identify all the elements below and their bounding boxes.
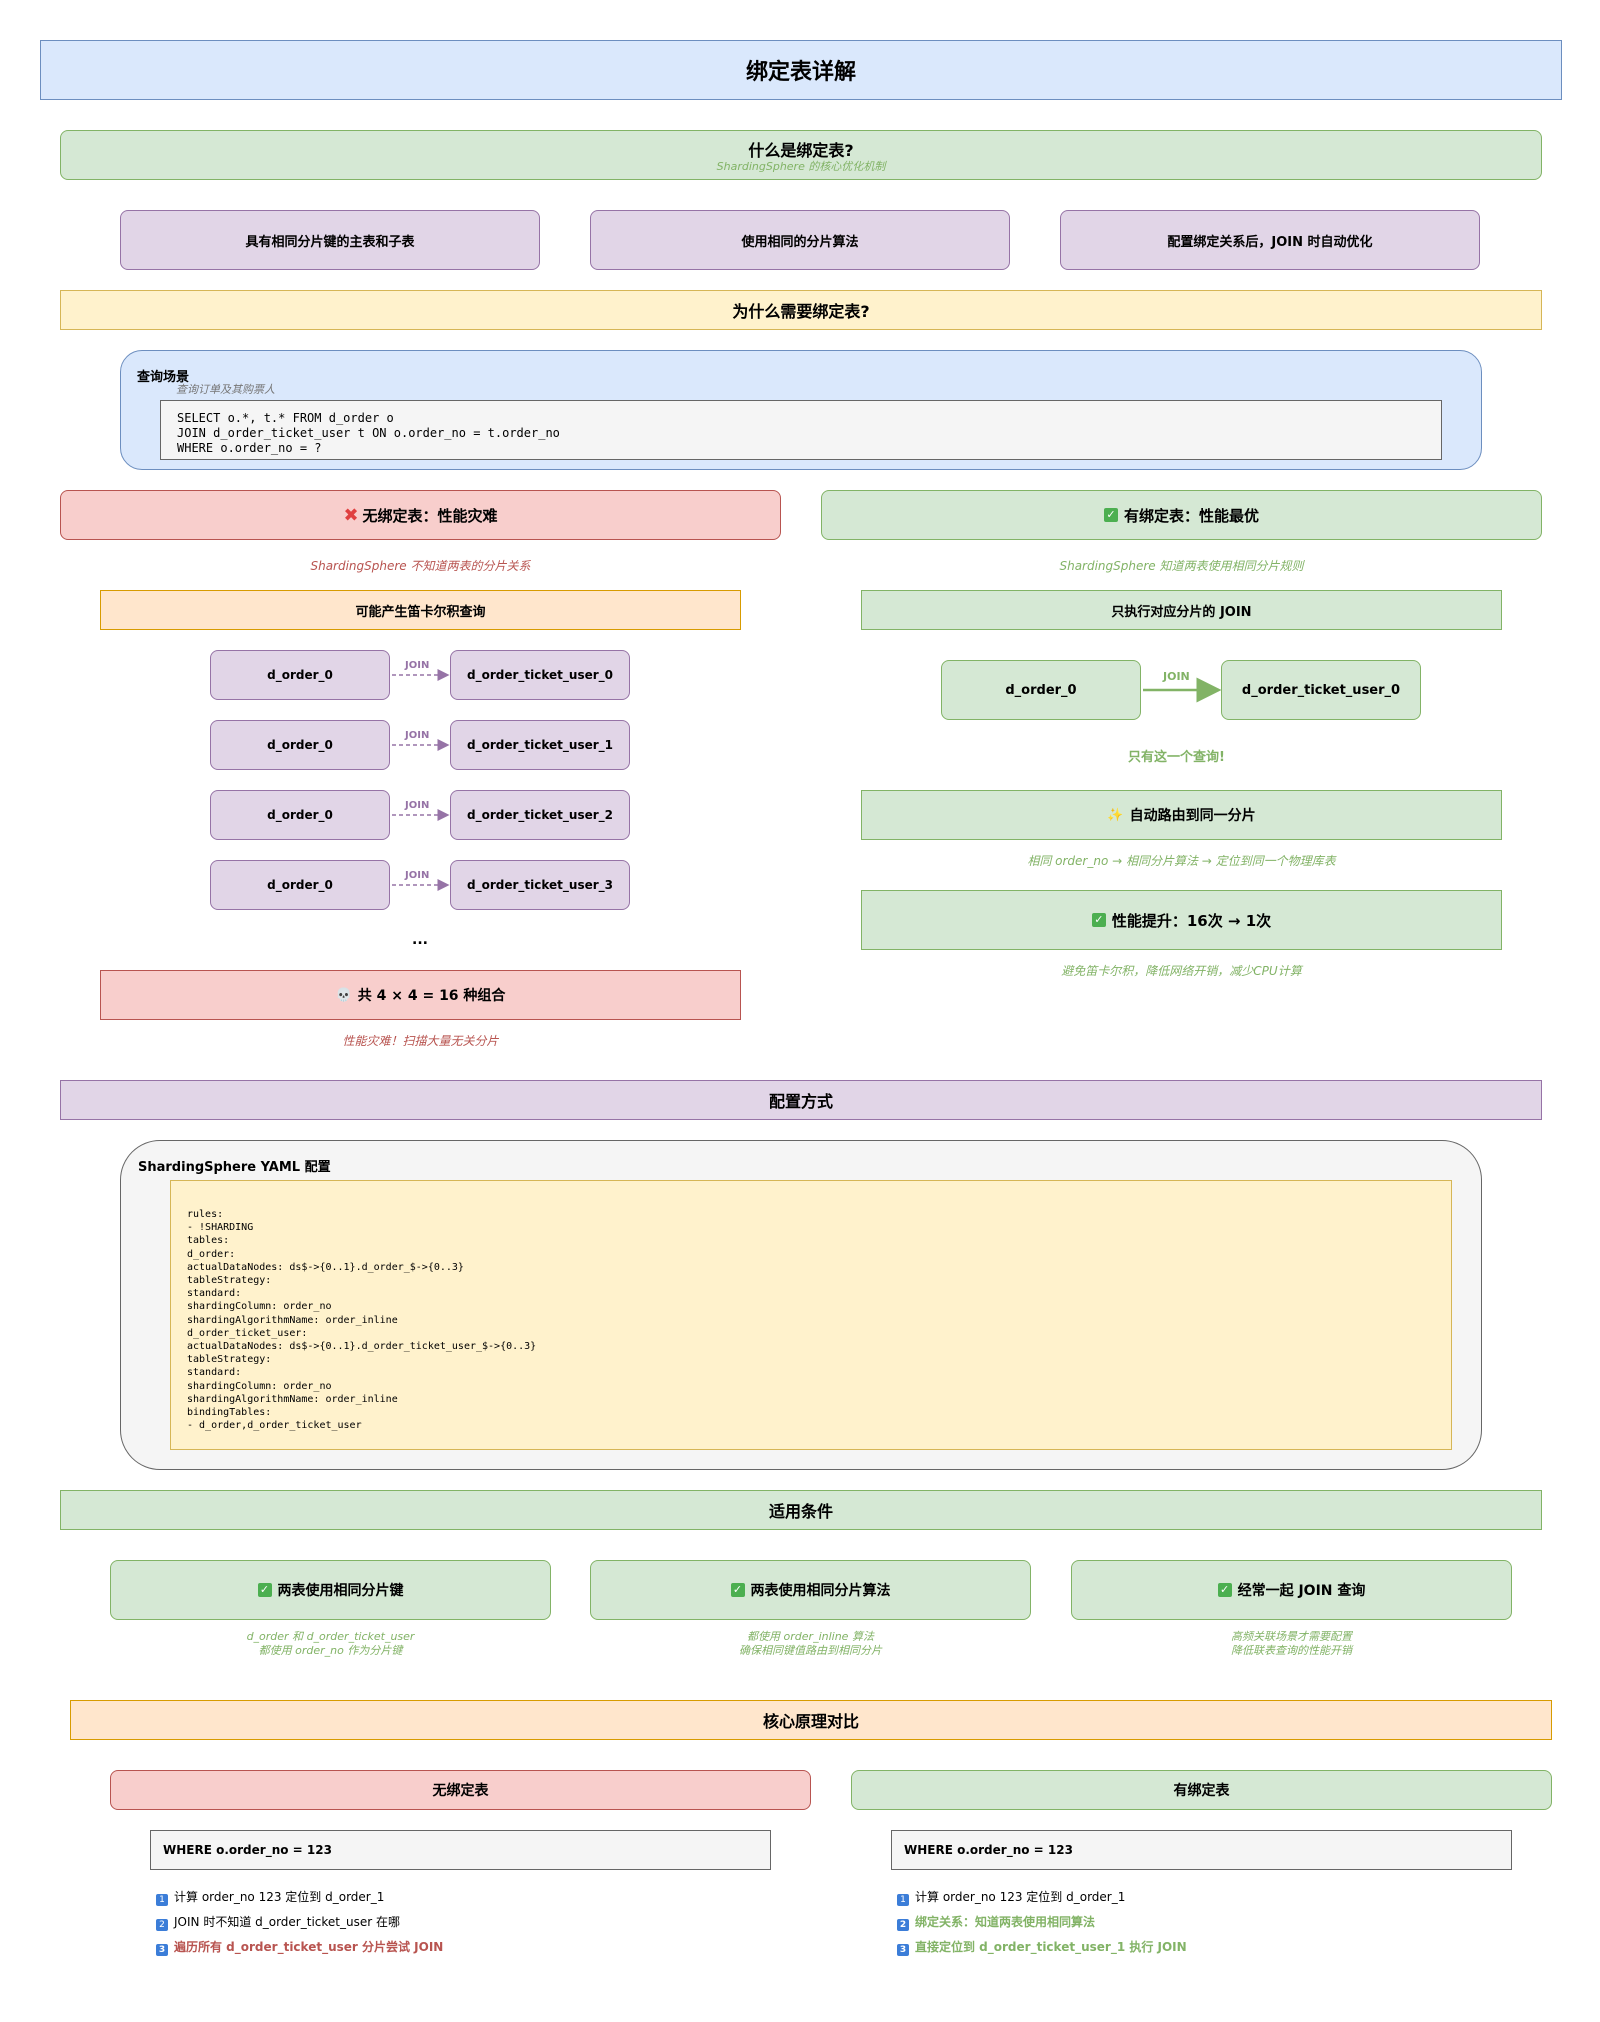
condition-card-3: ✓ 经常一起 JOIN 查询: [1071, 1560, 1512, 1620]
compare-right-title: 有绑定表: [851, 1770, 1552, 1810]
step-text: 直接定位到 d_order_ticket_user_1 执行 JOIN: [915, 1940, 1187, 1954]
d-order-table: d_order_0: [941, 660, 1141, 720]
config-section-header: 配置方式: [60, 1080, 1542, 1120]
number-2-icon: 2: [897, 1919, 909, 1931]
d-order-table: d_order_0: [210, 650, 390, 700]
check-icon: ✓: [257, 1583, 272, 1597]
what-subtitle: ShardingSphere 的核心优化机制: [716, 159, 886, 173]
condition-note-line: 都使用 order_inline 算法: [747, 1630, 874, 1643]
condition-title: 经常一起 JOIN 查询: [1237, 1583, 1366, 1599]
only-one-query: 只有这一个查询!: [1128, 750, 1225, 765]
join-label: JOIN: [405, 660, 430, 671]
ticket-user-table-1: d_order_ticket_user_1: [450, 720, 630, 770]
d-order-table: d_order_0: [210, 720, 390, 770]
number-3-icon: 3: [897, 1944, 909, 1956]
d-order-table: d_order_0: [210, 860, 390, 910]
step-text: 计算 order_no 123 定位到 d_order_1: [174, 1890, 385, 1904]
number-3-icon: 3: [156, 1944, 168, 1956]
compare-section-header: 核心原理对比: [70, 1700, 1552, 1740]
condition-note-line: d_order 和 d_order_ticket_user: [246, 1630, 415, 1643]
total-note: 性能灾难！扫描大量无关分片: [342, 1034, 499, 1048]
check-icon: ✓: [1103, 508, 1118, 522]
check-icon: ✓: [1091, 913, 1106, 927]
with-note: ShardingSphere 知道两表使用相同分片规则: [1059, 559, 1304, 573]
without-note: ShardingSphere 不知道两表的分片关系: [310, 559, 531, 573]
compare-left-step-1: 1 计算 order_no 123 定位到 d_order_1: [156, 1888, 384, 1906]
route-note: 相同 order_no → 相同分片算法 → 定位到同一个物理库表: [1027, 854, 1336, 868]
what-heading: 什么是绑定表?: [748, 140, 854, 160]
join-label: JOIN: [1163, 670, 1190, 683]
with-heading: 有绑定表：性能最优: [1123, 506, 1259, 525]
what-item-3: 配置绑定关系后，JOIN 时自动优化: [1060, 210, 1480, 270]
without-heading: 无绑定表：性能灾难: [362, 506, 498, 525]
auto-route-box: ✨ 自动路由到同一分片: [861, 790, 1502, 840]
with-header: ✓ 有绑定表：性能最优: [821, 490, 1542, 540]
what-item-2: 使用相同的分片算法: [590, 210, 1010, 270]
d-order-table: d_order_0: [210, 790, 390, 840]
cartesian-box: 可能产生笛卡尔积查询: [100, 590, 741, 630]
condition-note-3: 高频关联场景才需要配置 降低联表查询的性能开销: [1071, 1630, 1512, 1658]
without-header: ✖ 无绑定表：性能灾难: [60, 490, 781, 540]
solid-join-arrow: [1143, 677, 1221, 703]
step-text: 计算 order_no 123 定位到 d_order_1: [915, 1890, 1126, 1904]
perf-note: 避免笛卡尔积，降低网络开销，减少CPU计算: [1061, 964, 1302, 978]
compare-right-where: WHERE o.order_no = 123: [891, 1830, 1512, 1870]
ellipsis: ...: [412, 932, 428, 948]
condition-title: 两表使用相同分片算法: [750, 1583, 891, 1599]
condition-note-line: 降低联表查询的性能开销: [1231, 1644, 1352, 1657]
corresponding-join-box: 只执行对应分片的 JOIN: [861, 590, 1502, 630]
yaml-panel-title: ShardingSphere YAML 配置: [138, 1160, 331, 1175]
what-section-header: 什么是绑定表? ShardingSphere 的核心优化机制: [60, 130, 1542, 180]
yaml-code: rules: - !SHARDING tables: d_order: actu…: [170, 1180, 1452, 1450]
what-item-1: 具有相同分片键的主表和子表: [120, 210, 540, 270]
condition-card-2: ✓ 两表使用相同分片算法: [590, 1560, 1031, 1620]
ticket-user-table-0: d_order_ticket_user_0: [1221, 660, 1421, 720]
join-label: JOIN: [405, 800, 430, 811]
dashed-join-arrows: [392, 669, 450, 891]
compare-right-step-2: 2 绑定关系：知道两表使用相同算法: [897, 1913, 1095, 1931]
condition-note-line: 都使用 order_no 作为分片键: [258, 1644, 403, 1657]
why-section-header: 为什么需要绑定表?: [60, 290, 1542, 330]
perf-box: ✓ 性能提升：16次 → 1次: [861, 890, 1502, 950]
compare-left-title: 无绑定表: [110, 1770, 811, 1810]
condition-note-line: 确保相同键值路由到相同分片: [739, 1644, 882, 1657]
sparkle-icon: ✨: [1107, 807, 1124, 823]
join-label: JOIN: [405, 730, 430, 741]
scenario-sql: SELECT o.*, t.* FROM d_order o JOIN d_or…: [160, 400, 1442, 460]
condition-title: 两表使用相同分片键: [277, 1583, 404, 1599]
x-mark-icon: ✖: [343, 504, 359, 526]
step-text: 绑定关系：知道两表使用相同算法: [915, 1915, 1096, 1929]
skull-icon: 💀: [335, 987, 352, 1003]
scenario-title: 查询场景: [137, 370, 190, 385]
check-icon: ✓: [730, 1583, 745, 1597]
compare-left-where: WHERE o.order_no = 123: [150, 1830, 771, 1870]
step-text: JOIN 时不知道 d_order_ticket_user 在哪: [174, 1915, 400, 1929]
number-2-icon: 2: [156, 1919, 168, 1931]
join-label: JOIN: [405, 870, 430, 881]
compare-left-step-3: 3 遍历所有 d_order_ticket_user 分片尝试 JOIN: [156, 1938, 443, 1956]
ticket-user-table-3: d_order_ticket_user_3: [450, 860, 630, 910]
condition-note-2: 都使用 order_inline 算法 确保相同键值路由到相同分片: [590, 1630, 1031, 1658]
compare-right-step-1: 1 计算 order_no 123 定位到 d_order_1: [897, 1888, 1125, 1906]
scenario-subtitle: 查询订单及其购票人: [176, 383, 275, 396]
check-icon: ✓: [1217, 1583, 1232, 1597]
conditions-section-header: 适用条件: [60, 1490, 1542, 1530]
total-text: 共 4 × 4 = 16 种组合: [357, 988, 506, 1004]
condition-card-1: ✓ 两表使用相同分片键: [110, 1560, 551, 1620]
number-1-icon: 1: [156, 1894, 168, 1906]
condition-note-1: d_order 和 d_order_ticket_user 都使用 order_…: [110, 1630, 551, 1658]
ticket-user-table-0: d_order_ticket_user_0: [450, 650, 630, 700]
condition-note-line: 高频关联场景才需要配置: [1231, 1630, 1352, 1643]
ticket-user-table-2: d_order_ticket_user_2: [450, 790, 630, 840]
compare-left-step-2: 2 JOIN 时不知道 d_order_ticket_user 在哪: [156, 1913, 400, 1931]
perf-text: 性能提升：16次 → 1次: [1111, 911, 1272, 930]
page-title: 绑定表详解: [40, 40, 1562, 100]
step-text: 遍历所有 d_order_ticket_user 分片尝试 JOIN: [174, 1940, 444, 1954]
compare-right-step-3: 3 直接定位到 d_order_ticket_user_1 执行 JOIN: [897, 1938, 1187, 1956]
total-combinations: 💀 共 4 × 4 = 16 种组合: [100, 970, 741, 1020]
number-1-icon: 1: [897, 1894, 909, 1906]
auto-route-text: 自动路由到同一分片: [1129, 808, 1256, 824]
